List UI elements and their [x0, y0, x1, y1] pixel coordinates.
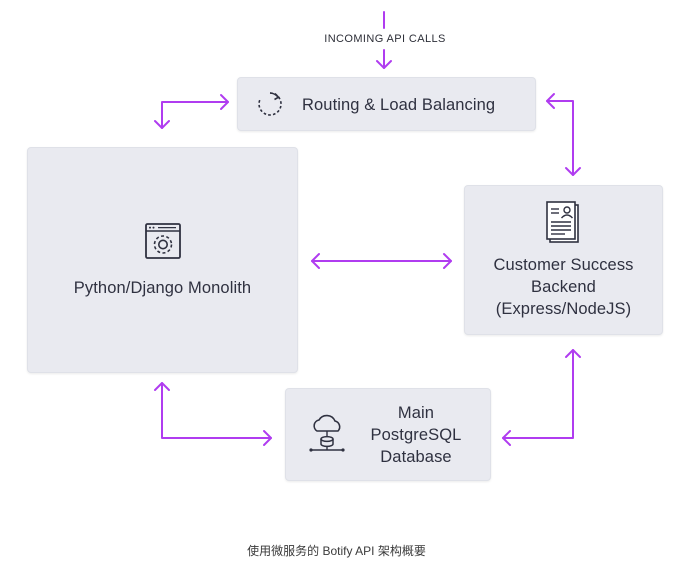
monolith-database-arrow — [154, 382, 272, 446]
database-line-3: Database — [380, 448, 452, 466]
routing-monolith-arrow — [154, 94, 229, 129]
database-line-2: PostgreSQL — [370, 426, 462, 444]
customer-success-database-arrow — [502, 349, 581, 446]
customer-success-line-3: (Express/NodeJS) — [495, 300, 632, 318]
main-postgresql-database-box — [285, 388, 491, 481]
settings-window-icon — [145, 223, 181, 259]
routing-load-balancing-box — [237, 77, 536, 131]
monolith-customer-success-arrow — [311, 253, 452, 269]
main-postgresql-database-label: Main PostgreSQL Database — [355, 402, 477, 468]
cloud-database-icon — [309, 414, 345, 452]
routing-customer-success-arrow — [546, 93, 581, 176]
refresh-icon — [258, 92, 282, 116]
database-line-1: Main — [397, 404, 435, 422]
figure-caption: 使用微服务的 Botify API 架构概要 — [247, 544, 426, 558]
python-django-monolith-box — [27, 147, 298, 373]
customer-success-backend-label: Customer Success Backend (Express/NodeJS… — [464, 254, 663, 320]
incoming-api-calls-label: INCOMING API CALLS — [324, 33, 446, 45]
routing-load-balancing-label: Routing & Load Balancing — [302, 96, 496, 114]
customer-success-line-1: Customer Success — [493, 256, 634, 274]
customer-success-line-2: Backend — [531, 278, 596, 296]
python-django-monolith-label: Python/Django Monolith — [73, 279, 252, 297]
document-user-icon — [546, 201, 579, 243]
